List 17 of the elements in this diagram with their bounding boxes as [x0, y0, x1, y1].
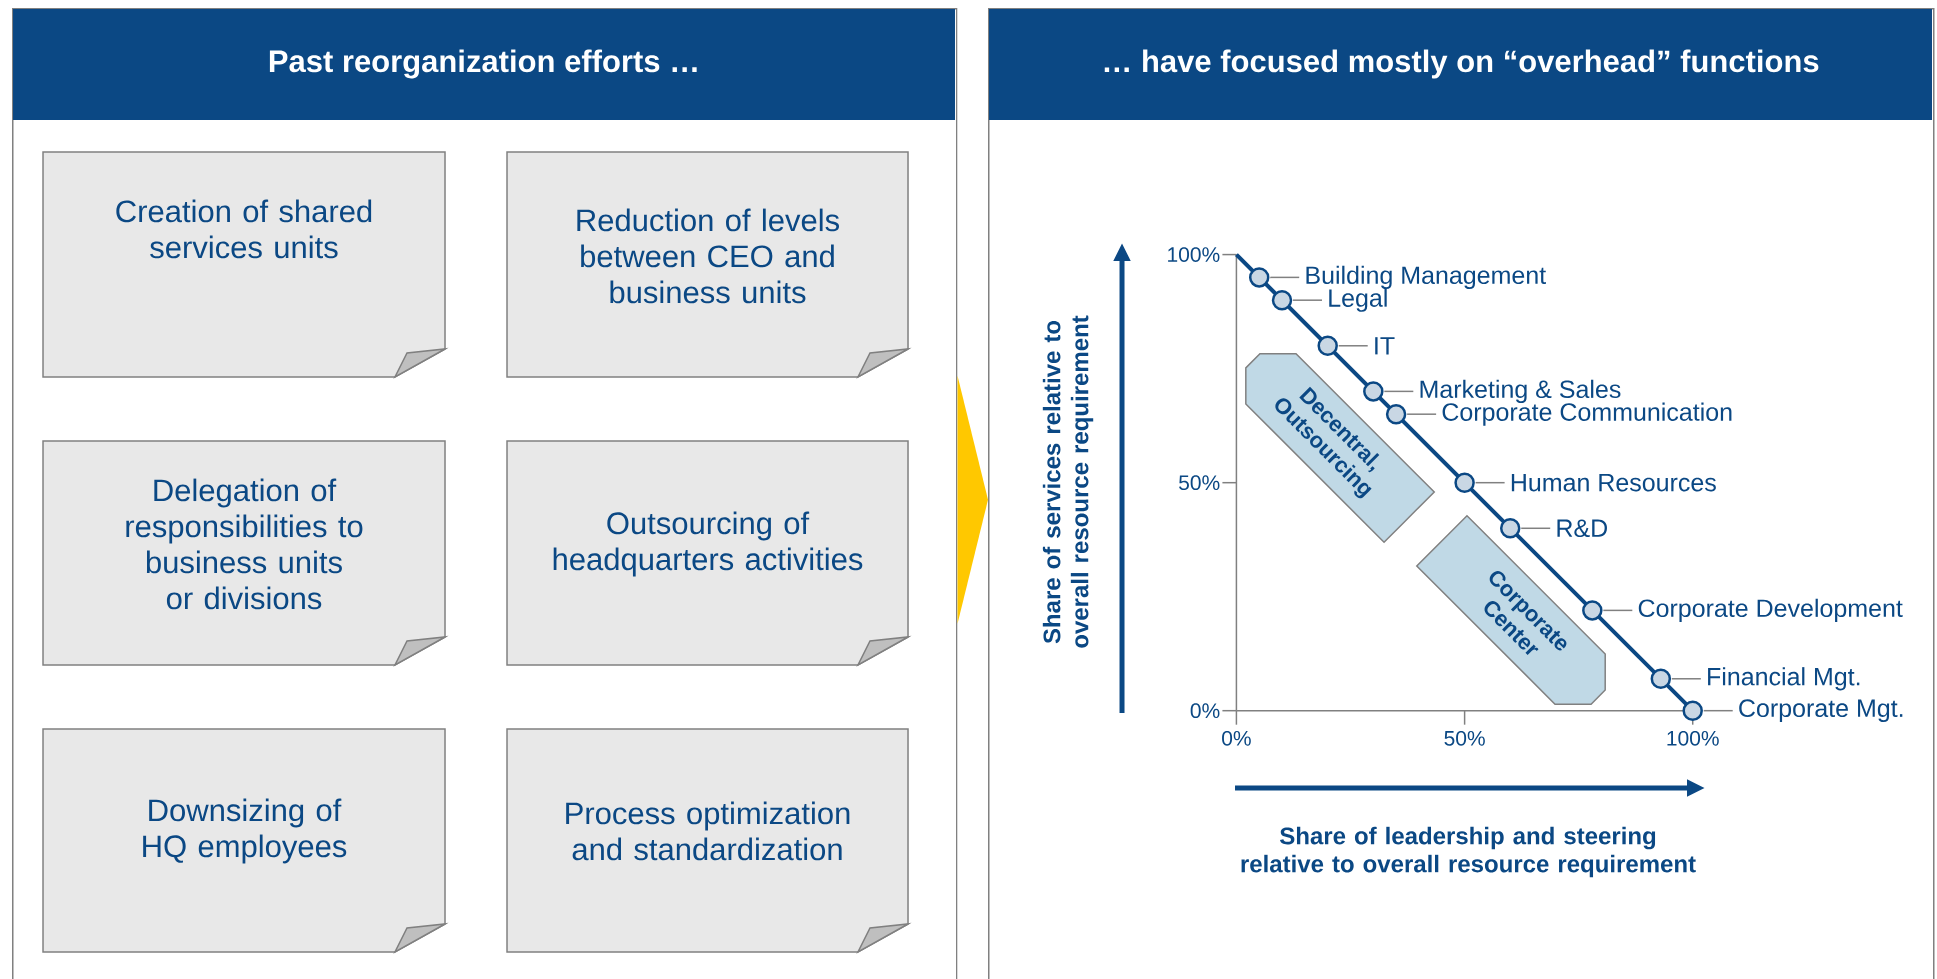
axis-title: Share of leadership and steering relative to overall resource requirement: [1241, 826, 1696, 878]
point-label: IT: [1375, 337, 1395, 355]
axis-title: Share of services relative to overall resource requirement: [1042, 315, 1094, 648]
point-label: Legal: [1329, 288, 1387, 312]
point-label: Corporate Mgt.: [1739, 699, 1903, 722]
tick-label: 0%: [1222, 730, 1251, 746]
tick-label: 50%: [1179, 475, 1220, 491]
point-label: Human Resources: [1511, 473, 1716, 492]
point-label: Corporate Development: [1638, 598, 1903, 623]
point-label: Financial Mgt.: [1708, 667, 1860, 691]
tick-label: 0%: [1190, 703, 1220, 719]
point-label: Corporate Communication: [1442, 402, 1732, 426]
tick-label: 50%: [1444, 730, 1485, 746]
tick-label: 100%: [1168, 247, 1220, 262]
point-label: R&D: [1557, 519, 1607, 538]
tick-label: 100%: [1667, 730, 1719, 746]
point-label: Building Management: [1306, 265, 1546, 290]
